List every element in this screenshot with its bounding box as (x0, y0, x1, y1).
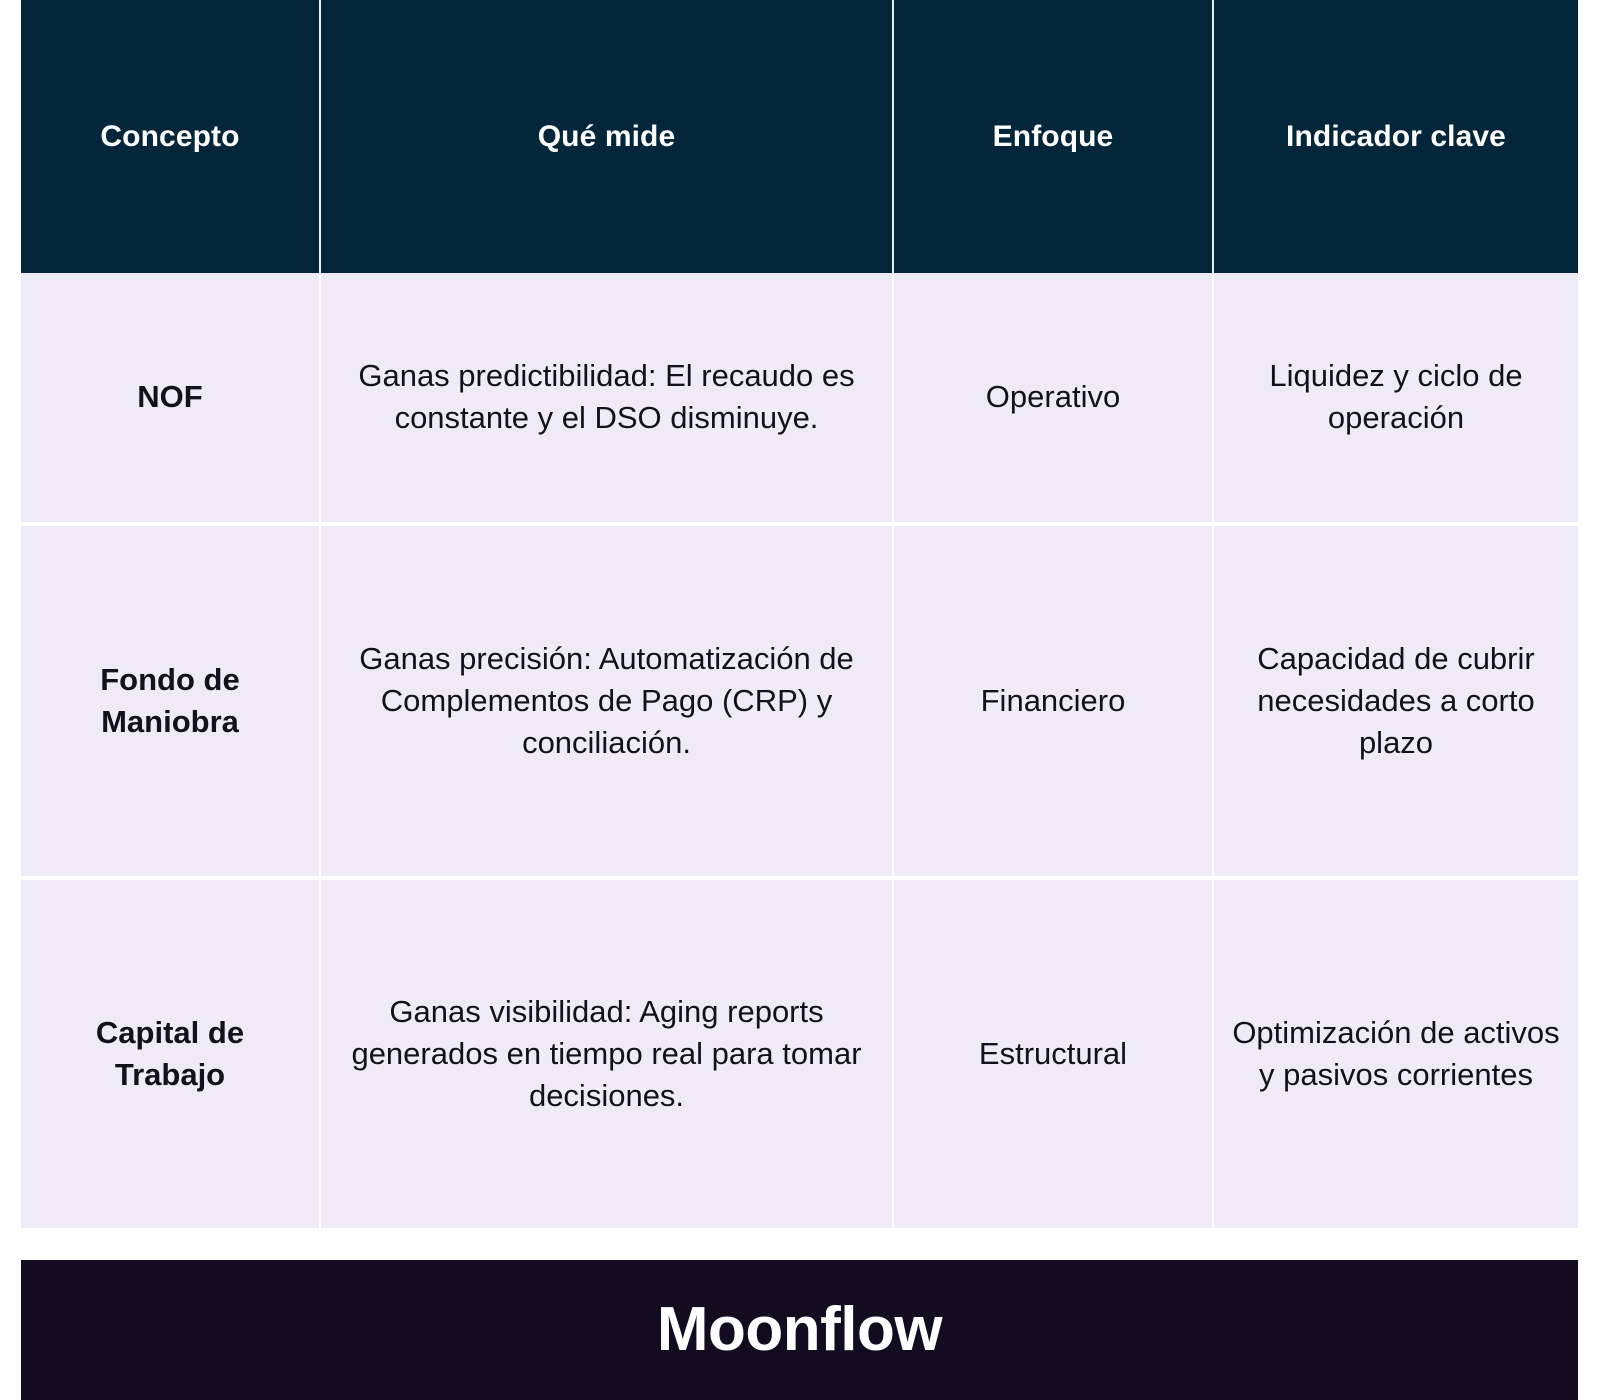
cell-indicador-capital-de-trabajo: Optimización de activos y pasivos corrie… (1213, 876, 1578, 1228)
table-container: Concepto Qué mide Enfoque Indicador clav… (21, 0, 1578, 1228)
cell-concepto-capital-de-trabajo: Capital de Trabajo (21, 876, 321, 1228)
cell-enfoque-fondo-de-maniobra: Financiero (893, 521, 1214, 879)
cell-indicador-fondo-de-maniobra: Capacidad de cubrir necesidades a corto … (1213, 521, 1578, 879)
table-body: NOF Ganas predictibilidad: El recaudo es… (21, 273, 1578, 1228)
cell-que-mide-capital-de-trabajo: Ganas visibilidad: Aging reports generad… (320, 876, 894, 1228)
cell-indicador-nof: Liquidez y ciclo de operación (1213, 273, 1578, 524)
cell-que-mide-fondo-de-maniobra: Ganas precisión: Automatización de Compl… (320, 521, 894, 879)
comparison-table: Concepto Qué mide Enfoque Indicador clav… (21, 0, 1578, 1228)
column-header-enfoque: Enfoque (893, 0, 1214, 273)
cell-que-mide-nof: Ganas predictibilidad: El recaudo es con… (320, 273, 894, 524)
column-header-indicador: Indicador clave (1213, 0, 1578, 273)
cell-concepto-nof: NOF (21, 273, 321, 524)
table-row: Fondo de Maniobra Ganas precisión: Autom… (21, 521, 1578, 879)
table-header: Concepto Qué mide Enfoque Indicador clav… (21, 0, 1578, 273)
column-header-concepto: Concepto (21, 0, 321, 273)
column-header-que-mide: Qué mide (320, 0, 894, 273)
moonflow-logo: Moonflow (656, 1295, 943, 1364)
cell-concepto-fondo-de-maniobra: Fondo de Maniobra (21, 521, 321, 879)
table-row: NOF Ganas predictibilidad: El recaudo es… (21, 273, 1578, 524)
cell-enfoque-nof: Operativo (893, 273, 1214, 524)
table-row: Capital de Trabajo Ganas visibilidad: Ag… (21, 876, 1578, 1228)
cell-enfoque-capital-de-trabajo: Estructural (893, 876, 1214, 1228)
header-row: Concepto Qué mide Enfoque Indicador clav… (21, 0, 1578, 273)
footer-brand-bar: Moonflow (21, 1260, 1578, 1400)
